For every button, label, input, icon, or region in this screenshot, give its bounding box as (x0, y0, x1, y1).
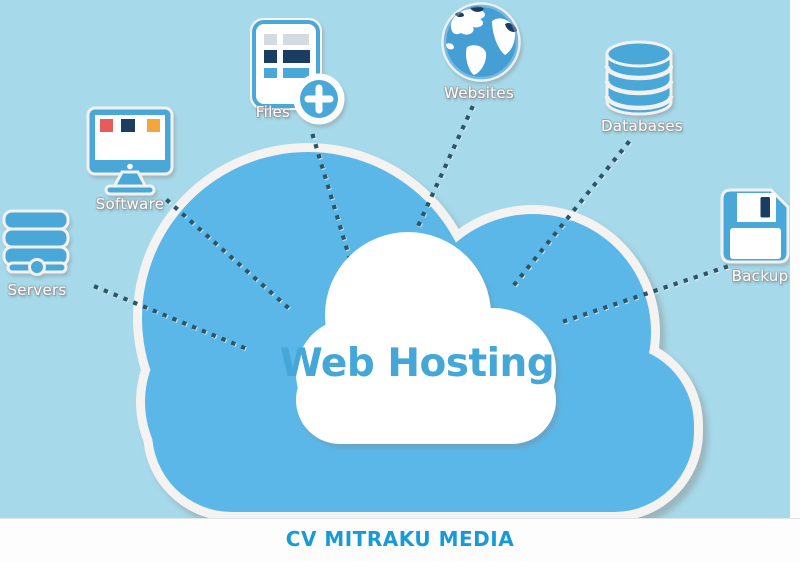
footer-bar: CV MITRAKU MEDIA (0, 518, 800, 562)
connector-line-servers (93, 284, 250, 352)
label-servers: Servers (7, 281, 67, 299)
connector-line-files (310, 133, 355, 269)
floppy-disk-icon (720, 188, 790, 264)
label-websites: Websites (443, 84, 515, 102)
brand-name: CV MITRAKU MEDIA (285, 526, 515, 551)
app-navy-square (121, 119, 135, 132)
globe-icon (441, 2, 521, 82)
plus-badge-icon (293, 73, 345, 125)
cloud-title: Web Hosting (279, 341, 555, 386)
label-files: Files (255, 103, 291, 121)
monitor-icon (86, 106, 174, 196)
label-backup: Backup (731, 267, 789, 285)
database-icon (604, 40, 674, 116)
app-red-square (100, 119, 113, 132)
label-databases: Databases (600, 117, 684, 135)
connector-line-backup (553, 264, 729, 327)
server-rack-icon (2, 209, 70, 276)
connector-lines (93, 105, 729, 352)
connector-line-websites (416, 105, 475, 227)
connector-line-databases (507, 140, 631, 293)
inner-cloud-shape (296, 232, 556, 444)
right-margin (790, 0, 800, 562)
file-add-icon (250, 18, 345, 125)
label-software: Software (95, 195, 165, 213)
connector-line-software (165, 198, 296, 315)
app-orange-square (147, 119, 160, 132)
